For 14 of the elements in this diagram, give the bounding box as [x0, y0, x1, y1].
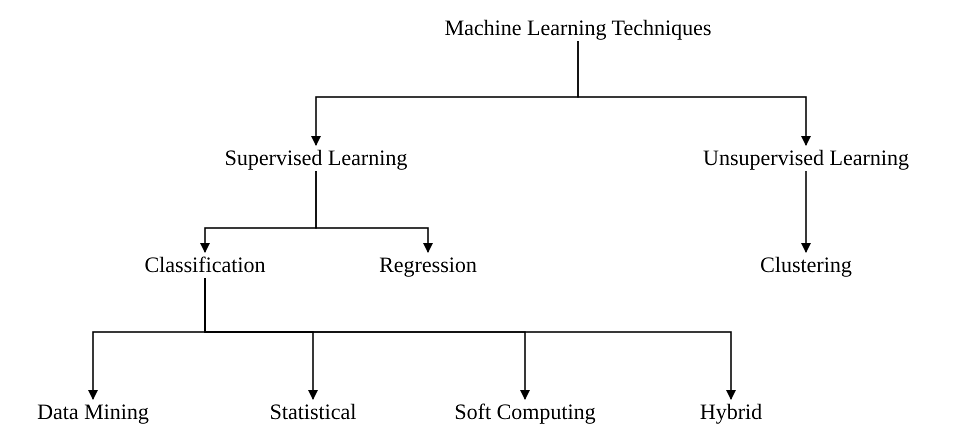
node-label: Regression [379, 252, 477, 278]
arrow [577, 41, 811, 146]
node-label: Soft Computing [454, 399, 596, 425]
node-label: Unsupervised Learning [703, 145, 909, 171]
node-label: Clustering [760, 252, 852, 278]
arrow [315, 171, 433, 253]
node-label: Statistical [270, 399, 356, 425]
node-label: Data Mining [37, 399, 149, 425]
arrow [204, 278, 736, 400]
node-label: Classification [144, 252, 266, 278]
node-label: Machine Learning Techniques [444, 15, 712, 41]
node-label: Hybrid [700, 399, 762, 425]
node-label: Supervised Learning [224, 145, 408, 171]
arrow [801, 171, 811, 253]
